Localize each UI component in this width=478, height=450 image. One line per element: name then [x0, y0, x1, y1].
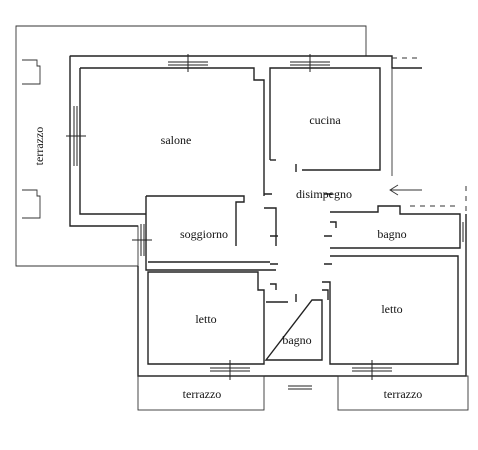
label-letto-right: letto	[381, 302, 402, 316]
window-soggiorno-left	[132, 224, 152, 256]
salone-walls	[80, 67, 265, 196]
cucina-walls	[269, 67, 381, 171]
letto-left-walls	[147, 271, 265, 365]
letto-right-walls	[322, 255, 459, 365]
soggiorno-right-stub	[264, 207, 277, 246]
outer-wall-top	[70, 55, 422, 69]
label-salone: salone	[161, 133, 192, 147]
window-letto-right-bottom	[352, 360, 392, 380]
window-bagno-center-bottom	[288, 385, 312, 390]
window-salone-top	[168, 54, 208, 72]
entrance-arrow-icon	[389, 184, 422, 196]
label-terrazzo-left: terrazzo	[32, 127, 46, 166]
outer-wall-left-inner	[79, 68, 146, 215]
terrace-bottom-left-outline	[137, 375, 265, 411]
soggiorno-left-wall	[145, 196, 276, 271]
soggiorno-walls	[146, 195, 245, 246]
terrace-bottom-right-outline	[337, 375, 469, 411]
window-salone-left	[66, 106, 86, 166]
label-bagno-right: bagno	[377, 227, 406, 241]
terrace-left-detail-bottom	[22, 189, 41, 219]
label-disimpegno: disimpegno	[296, 187, 352, 201]
bagno-right-walls	[330, 205, 461, 249]
bagno-right-stub	[330, 221, 337, 228]
label-bagno-center: bagno	[282, 333, 311, 347]
label-cucina: cucina	[309, 113, 341, 127]
label-terrazzo-bottom-right: terrazzo	[384, 387, 423, 401]
bagno-center-stub-left	[270, 283, 277, 290]
window-cucina-top	[290, 54, 330, 72]
label-letto-left: letto	[195, 312, 216, 326]
wall-tick-marks	[264, 164, 332, 302]
bagno-center-walls	[264, 299, 323, 361]
outer-wall-left	[69, 56, 138, 227]
terrace-left-detail-top	[22, 59, 41, 85]
label-terrazzo-bottom-left: terrazzo	[183, 387, 222, 401]
bagno-center-stub-right	[322, 289, 329, 300]
window-letto-left-bottom	[210, 360, 250, 380]
label-soggiorno: soggiorno	[180, 227, 228, 241]
window-bagno-right	[459, 222, 464, 242]
